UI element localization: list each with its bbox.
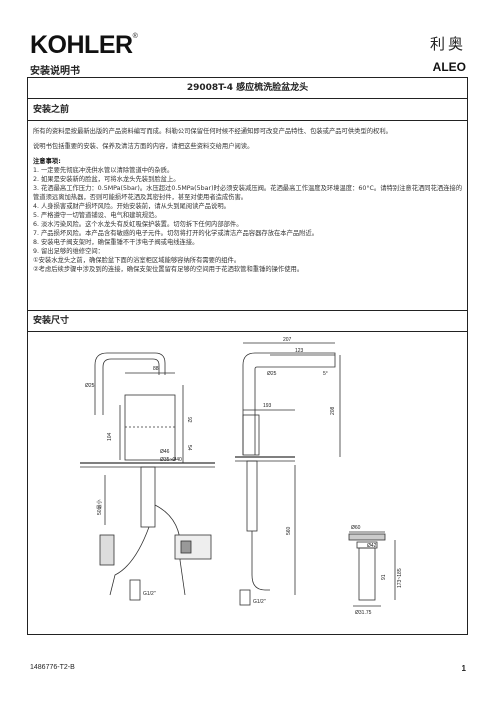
hose-weight — [99, 534, 115, 566]
notice-item: 4. 人身损害或财产损坏风险。开始安装前，请从头到尾阅读产品说明。 — [33, 203, 230, 210]
kohler-logo: KOHLER® — [30, 31, 138, 59]
notice-item: 9. 留出足够的维修空间： — [33, 248, 104, 255]
faucet-body — [242, 414, 260, 456]
dim-91: 91 — [381, 574, 387, 580]
dim-g12: G1/2" — [143, 591, 156, 597]
shank — [140, 466, 156, 528]
product-title: 29008T-4 感应梳洗脸盆龙头 — [27, 77, 468, 99]
section-title-dimensions: 安装尺寸 — [27, 310, 468, 332]
shank — [246, 460, 258, 532]
document-code: 1486776-T2-B — [30, 664, 75, 671]
dim-193: 193 — [263, 403, 272, 409]
page-number: 1 — [461, 664, 466, 673]
before-install-body: 所有的资料是按最新出版的产品资料编写而成。科勒公司保留任何时候不经通知即可改变产… — [33, 127, 463, 274]
dim-g12: G1/2" — [253, 599, 266, 605]
dim-92: 92 — [186, 417, 192, 423]
angle-valve — [239, 589, 251, 606]
notice-item: ①安装水龙头之前，确保脸盆下面的浴室柜区域能够容纳所有需要的组件。 — [33, 257, 241, 264]
dim-d60: Ø60 — [351, 525, 361, 531]
dim-88: 88 — [153, 366, 159, 372]
hose — [109, 526, 150, 596]
dim-d25: Ø25 — [267, 371, 277, 377]
dim-5deg: 5° — [323, 371, 328, 377]
hose — [251, 531, 270, 591]
section-divider — [27, 310, 468, 311]
hose-2 — [154, 504, 186, 596]
dim-208: 208 — [330, 406, 336, 415]
angle-valve — [129, 579, 141, 601]
intro-paragraph: 所有的资料是按最新出版的产品资料编写而成。科勒公司保留任何时候不经通知即可改变产… — [33, 128, 392, 135]
dim-560: 560 — [286, 526, 292, 535]
drain-diagram: Ø60 Ø42 91 173~185 Ø31.75 — [348, 525, 403, 616]
intro-paragraph-2: 说明书包括重要的安装、保养及清洁方面的内容，请把这些资料交给用户阅读。 — [33, 143, 254, 150]
dim-173-185: 173~185 — [397, 568, 403, 588]
dim-123: 123 — [295, 348, 304, 354]
dim-d46: Ø46 — [160, 449, 170, 455]
faucet-body — [124, 394, 176, 461]
solenoid-connector — [180, 540, 192, 554]
notice-item: 3. 花洒最高工作压力：0.5MPa(5bar)。水压超过0.5MPa(5bar… — [33, 185, 463, 201]
dim-50-min: 50最小 — [96, 499, 103, 515]
notice-item: 2. 如果是安装新的脸盆，可将水龙头先装到脸盆上。 — [33, 176, 180, 183]
notice-title: 注意事项: — [33, 158, 61, 165]
right-faucet-diagram: 207 123 Ø25 5° 193 208 560 G1/2" — [235, 337, 341, 606]
dim-d35-40: Ø35~Ø40 — [160, 457, 182, 463]
content-frame — [27, 77, 468, 635]
section-title-before-install: 安装之前 — [27, 99, 468, 121]
notice-item: 1. 一定要先彻底冲洗供水管以清除管道中的杂质。 — [33, 167, 174, 174]
notice-item: 7. 产品损坏风险。本产品含有敏感的电子元件。切勿将打开的化学或清洁产品容器存放… — [33, 230, 319, 237]
left-faucet-diagram: 88 Ø25 104 92 54 Ø46 Ø35~Ø40 50最小 G1/2" — [80, 352, 215, 601]
brand-name-cn: 利奥 — [429, 35, 466, 53]
spout-outline — [242, 352, 336, 455]
drain-cap — [348, 533, 386, 541]
doc-type-label: 安装说明书 — [30, 66, 80, 77]
notice-item: 6. 淡水污染风险。这个水龙头有反虹吸保护装置。切勿拆下任何内部部件。 — [33, 221, 243, 228]
drain-body — [358, 547, 376, 601]
dim-d31-75: Ø31.75 — [355, 610, 372, 616]
dim-104: 104 — [107, 432, 113, 441]
brand-name-en: ALEO — [432, 60, 466, 74]
notice-item: 5. 严格遵守一切管道铺设、电气和建筑规范。 — [33, 212, 161, 219]
notice-item: 8. 安装电子阀支架时，确保重锤不干涉电子阀或电线连接。 — [33, 239, 199, 246]
dim-d25: Ø25 — [85, 383, 95, 389]
notice-item: ②考虑后续步骤中涉及到的连接，确保支架位置留有足够的空间用于花洒软管和重锤的操作… — [33, 266, 304, 273]
solenoid-valve-box — [174, 534, 212, 560]
dim-d42: Ø42 — [367, 543, 377, 549]
spout-outline — [94, 352, 166, 415]
dim-54: 54 — [186, 445, 192, 451]
spout-inner-outline — [102, 358, 160, 415]
dim-207: 207 — [283, 337, 292, 343]
